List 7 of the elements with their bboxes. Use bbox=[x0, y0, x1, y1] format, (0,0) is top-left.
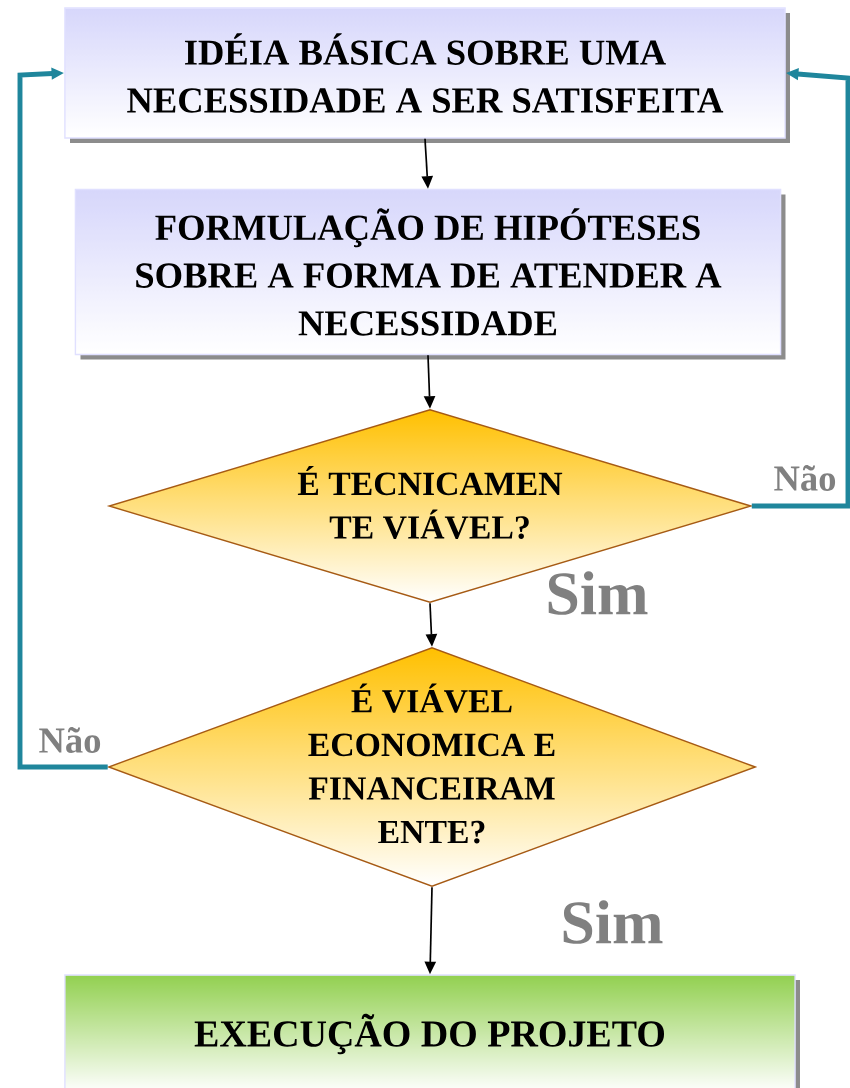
edge-label: Sim bbox=[559, 898, 665, 946]
process-box: IDÉIA BÁSICA SOBRE UMA NECESSIDADE A SER SATISFEITA bbox=[64, 7, 790, 143]
process-box: FORMULAÇÃO DE HIPÓTESES SOBRE A FORMA DE ATENDER A NECESSIDADE bbox=[74, 188, 786, 360]
process-box: EXECUÇÃO DO PROJETO bbox=[64, 974, 800, 1088]
edge-label: Não bbox=[772, 463, 838, 493]
arrow bbox=[17, 67, 108, 770]
edge-label: Não bbox=[37, 725, 103, 755]
